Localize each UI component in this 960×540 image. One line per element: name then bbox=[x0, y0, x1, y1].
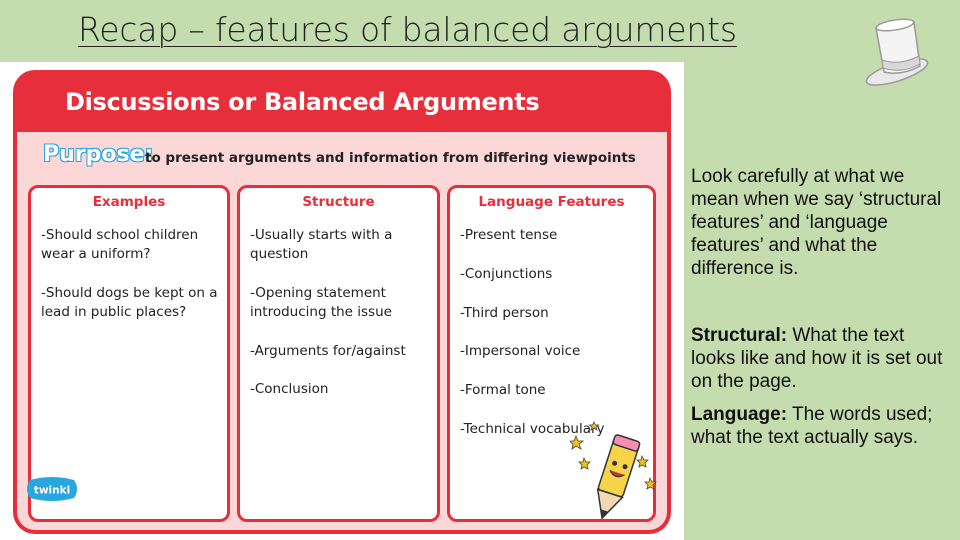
list-item: -Arguments for/against bbox=[250, 343, 406, 359]
column-structure: Structure -Usually starts with a questio… bbox=[237, 185, 440, 522]
list-item: -Should dogs be kept on a lead in public… bbox=[41, 285, 218, 320]
purpose-text: to present arguments and information fro… bbox=[145, 150, 636, 166]
card-heading: Discussions or Balanced Arguments bbox=[65, 88, 540, 116]
structural-note: Structural: What the text looks like and… bbox=[691, 324, 953, 393]
card-frame: Discussions or Balanced Arguments Purpos… bbox=[13, 70, 671, 534]
column-title: Language Features bbox=[478, 194, 625, 210]
list-item: -Impersonal voice bbox=[460, 343, 581, 359]
list-item: -Technical vocabulary bbox=[460, 421, 605, 437]
language-text: The words used; what the text actually s… bbox=[691, 404, 933, 448]
pencil-mascot-icon bbox=[570, 421, 657, 520]
list-item: -Usually starts with a question bbox=[250, 227, 393, 262]
intro-note: Look carefully at what we mean when we s… bbox=[691, 166, 942, 279]
slide-title: Recap – features of balanced arguments bbox=[78, 10, 737, 49]
purpose-label: Purpose: bbox=[42, 141, 154, 167]
list-item: -Third person bbox=[460, 305, 549, 321]
list-item: -Conclusion bbox=[250, 381, 329, 397]
structural-text: What the text looks like and how it is s… bbox=[691, 325, 943, 392]
twinkl-logo: twinkl bbox=[27, 477, 77, 501]
brand-text: twinkl bbox=[34, 485, 70, 497]
white-top-hat-icon bbox=[865, 18, 929, 86]
list-item: -Present tense bbox=[460, 227, 558, 243]
balanced-arguments-card: Discussions or Balanced Arguments Purpos… bbox=[0, 62, 684, 540]
list-item: -Conjunctions bbox=[460, 266, 553, 282]
structural-label: Structural: bbox=[691, 325, 788, 346]
list-item: -Should school children wear a uniform? bbox=[41, 227, 199, 262]
column-examples: Examples -Should school children wear a … bbox=[28, 185, 230, 522]
card-body: Purpose: to present arguments and inform… bbox=[17, 132, 667, 530]
language-label: Language: bbox=[691, 404, 788, 425]
column-title: Examples bbox=[92, 194, 166, 210]
list-item: -Opening statement introducing the issue bbox=[250, 285, 392, 320]
language-note: Language: The words used; what the text … bbox=[691, 403, 953, 449]
column-title: Structure bbox=[302, 194, 375, 210]
list-item: -Formal tone bbox=[460, 382, 546, 398]
